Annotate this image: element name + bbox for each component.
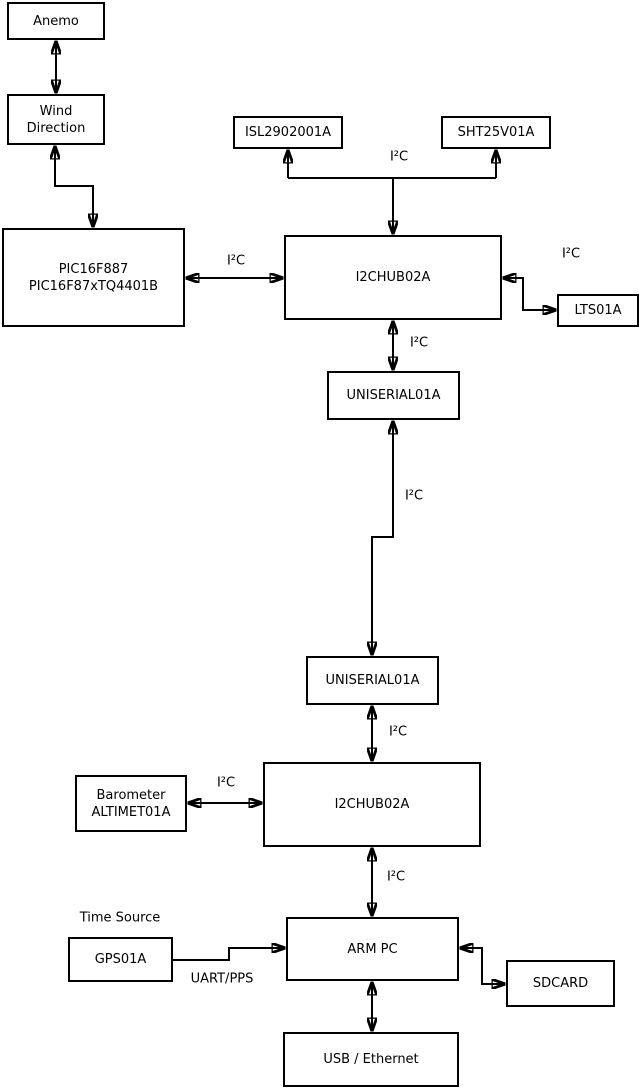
node-gps01a: GPS01A [68, 937, 173, 982]
node-i2chub02a-top: I2CHUB02A [284, 235, 502, 320]
node-wind-direction: Wind Direction [7, 94, 105, 145]
node-i2chub02a-bottom: I2CHUB02A [263, 762, 481, 847]
edge-i2chub-top-lts [504, 278, 555, 310]
node-sht25v01a-label: SHT25V01A [457, 125, 535, 140]
node-wind-direction-label-line1: Wind [39, 103, 73, 119]
node-wind-direction-label-line2: Direction [26, 120, 86, 136]
node-i2chub02a-top-label: I2CHUB02A [355, 270, 431, 285]
node-barometer-label-line1: Barometer [96, 787, 166, 803]
edge-label-i2c-bus: I²C [389, 149, 409, 165]
node-sdcard: SDCARD [506, 960, 615, 1007]
node-arm-pc-label: ARM PC [347, 941, 398, 957]
node-sht25v01a: SHT25V01A [441, 116, 551, 149]
edge-label-uart-pps: UART/PPS [190, 971, 254, 987]
edge-gps-armpc [173, 948, 284, 961]
node-pic16f887-label-line2: PIC16F87xTQ4401B [28, 278, 159, 294]
node-anemo: Anemo [7, 2, 105, 40]
edge-label-i2c-barometer: I²C [216, 775, 236, 791]
node-lts01a-label: LTS01A [574, 303, 622, 318]
edge-wind-pic [55, 147, 93, 226]
node-uniserial01a-bottom: UNISERIAL01A [306, 656, 439, 705]
node-anemo-label: Anemo [33, 13, 79, 29]
node-sdcard-label: SDCARD [532, 976, 589, 991]
node-isl2902001a-label: ISL2902001A [244, 125, 332, 140]
edge-label-i2c-uniserial-link: I²C [404, 488, 424, 504]
edge-label-i2c-hub-uniserial: I²C [409, 335, 429, 351]
node-i2chub02a-bottom-label: I2CHUB02A [334, 797, 410, 812]
node-pic16f887-label-line1: PIC16F887 [58, 261, 129, 277]
edge-armpc-sdcard [461, 948, 504, 984]
node-gps01a-label: GPS01A [94, 952, 147, 967]
node-barometer-label-line2: ALTIMET01A [91, 804, 171, 820]
node-uniserial01a-top: UNISERIAL01A [327, 371, 460, 420]
edge-label-i2c-uniserial-hub2: I²C [388, 724, 408, 740]
node-usb-ethernet-label: USB / Ethernet [323, 1052, 419, 1067]
node-pic16f887: PIC16F887 PIC16F87xTQ4401B [2, 228, 185, 327]
node-uniserial01a-top-label: UNISERIAL01A [346, 388, 441, 403]
node-uniserial01a-bottom-label: UNISERIAL01A [325, 673, 420, 688]
annotation-time-source: Time Source [79, 910, 161, 926]
node-barometer-altimet01a: Barometer ALTIMET01A [75, 775, 187, 832]
edge-uniserial-top-uniserial-bottom [372, 422, 393, 654]
edge-label-i2c-pic-hub: I²C [226, 253, 246, 269]
edge-label-i2c-hub2-armpc: I²C [386, 869, 406, 885]
edge-label-i2c-hub-lts: I²C [561, 246, 581, 262]
node-isl2902001a: ISL2902001A [233, 116, 343, 149]
node-usb-ethernet: USB / Ethernet [283, 1032, 459, 1087]
node-lts01a: LTS01A [557, 294, 639, 327]
node-arm-pc: ARM PC [286, 917, 459, 981]
